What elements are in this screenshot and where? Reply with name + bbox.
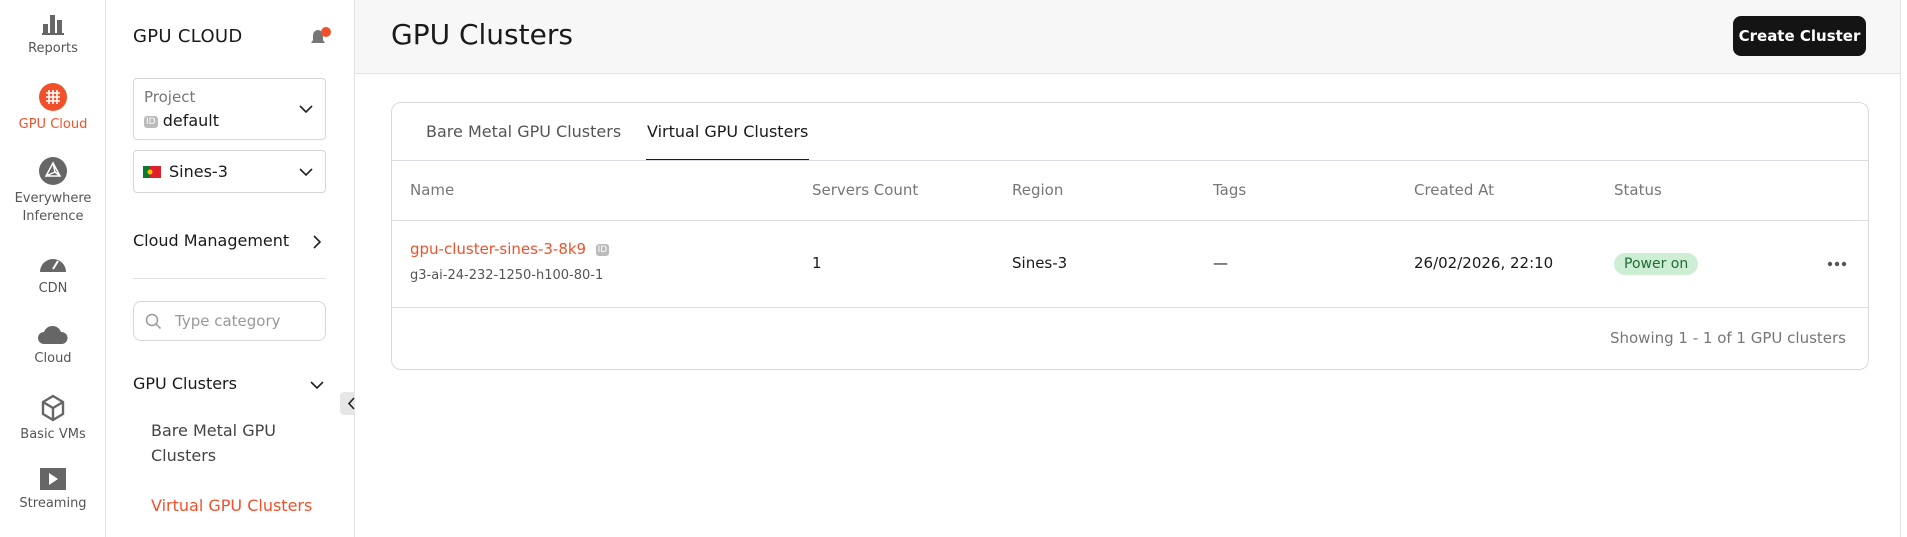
cloud-management-nav[interactable]: Cloud Management bbox=[133, 231, 326, 250]
main-content: GPU Clusters Create Cluster Bare Metal G… bbox=[355, 0, 1907, 537]
chevron-down-icon bbox=[299, 168, 313, 177]
tab-bare-metal[interactable]: Bare Metal GPU Clusters bbox=[426, 122, 622, 141]
cluster-name-link[interactable]: gpu-cluster-sines-3-8k9 bbox=[410, 240, 587, 258]
servers-count: 1 bbox=[812, 254, 822, 272]
cluster-flavor: g3-ai-24-232-1250-h100-80-1 bbox=[410, 268, 604, 283]
pagination-summary: Showing 1 - 1 of 1 GPU clusters bbox=[1609, 329, 1846, 347]
divider bbox=[133, 278, 326, 279]
region-select[interactable]: Sines-3 bbox=[133, 150, 326, 193]
chevron-down-icon bbox=[310, 381, 324, 390]
app-rail: Reports GPU Cloud Everywhere Inference C… bbox=[0, 0, 106, 537]
rail-label: CDN bbox=[38, 281, 68, 296]
more-actions-icon[interactable] bbox=[1827, 261, 1847, 267]
rail-label: Cloud bbox=[34, 351, 72, 366]
project-value: default bbox=[162, 111, 219, 130]
project-select[interactable]: Project ID default bbox=[133, 78, 326, 140]
rail-item-cloud[interactable]: Cloud bbox=[0, 322, 106, 368]
cube-icon bbox=[41, 394, 65, 422]
column-header-tags[interactable]: Tags bbox=[1213, 181, 1247, 199]
column-header-region[interactable]: Region bbox=[1012, 181, 1064, 199]
speedometer-icon bbox=[40, 259, 66, 272]
rail-label: Everywhere Inference bbox=[14, 191, 92, 224]
portugal-flag-icon bbox=[143, 166, 161, 178]
rail-item-everywhere-inference[interactable]: Everywhere Inference bbox=[0, 156, 106, 226]
divider bbox=[392, 220, 1868, 221]
rail-item-streaming[interactable]: Streaming bbox=[0, 467, 106, 513]
rail-item-cdn[interactable]: CDN bbox=[0, 250, 106, 298]
region-value: Sines-3 bbox=[169, 162, 228, 181]
sidebar-item-bare-metal[interactable]: Bare Metal GPU Clusters bbox=[151, 421, 276, 465]
gpu-clusters-label: GPU Clusters bbox=[133, 374, 237, 393]
column-header-created-at[interactable]: Created At bbox=[1414, 181, 1495, 199]
page-title: GPU Clusters bbox=[391, 18, 573, 51]
play-icon bbox=[40, 468, 66, 490]
rail-label: Streaming bbox=[19, 496, 87, 511]
column-header-servers-count[interactable]: Servers Count bbox=[812, 181, 919, 199]
rail-label: GPU Cloud bbox=[18, 117, 88, 132]
notification-bell-icon[interactable] bbox=[308, 26, 332, 48]
bar-chart-icon bbox=[42, 15, 64, 35]
search-icon bbox=[145, 313, 162, 330]
column-header-status[interactable]: Status bbox=[1614, 181, 1662, 199]
cloud-icon bbox=[38, 325, 68, 344]
vertical-scrollbar[interactable] bbox=[1900, 0, 1907, 537]
tab-virtual-gpu[interactable]: Virtual GPU Clusters bbox=[646, 103, 810, 161]
project-label: Project bbox=[144, 88, 196, 106]
id-icon[interactable]: ID bbox=[595, 243, 610, 256]
create-cluster-button[interactable]: Create Cluster bbox=[1733, 16, 1866, 56]
rail-item-reports[interactable]: Reports bbox=[0, 12, 106, 58]
network-icon bbox=[39, 157, 67, 185]
column-header-name[interactable]: Name bbox=[410, 181, 455, 199]
gpu-clusters-nav[interactable]: GPU Clusters bbox=[133, 374, 326, 393]
gpu-chip-icon bbox=[39, 83, 67, 111]
id-icon: ID bbox=[144, 115, 158, 128]
tags: — bbox=[1213, 254, 1228, 272]
rail-item-basic-vms[interactable]: Basic VMs bbox=[0, 394, 106, 444]
rail-label: Basic VMs bbox=[20, 427, 86, 442]
rail-item-gpu-cloud[interactable]: GPU Cloud bbox=[0, 82, 106, 134]
divider bbox=[392, 160, 1868, 161]
clusters-card: Bare Metal GPU Clusters Virtual GPU Clus… bbox=[391, 102, 1869, 370]
sidebar-title: GPU CLOUD bbox=[133, 26, 243, 47]
secondary-sidebar: GPU CLOUD Project ID default Sines-3 Clo… bbox=[106, 0, 355, 537]
rail-label: Reports bbox=[28, 41, 78, 56]
chevron-left-icon bbox=[347, 397, 355, 410]
divider bbox=[392, 307, 1868, 308]
cloud-management-label: Cloud Management bbox=[133, 231, 290, 250]
search-placeholder: Type category bbox=[175, 312, 281, 330]
category-search-input[interactable]: Type category bbox=[133, 301, 326, 341]
sidebar-item-virtual-gpu[interactable]: Virtual GPU Clusters bbox=[151, 496, 313, 515]
chevron-down-icon bbox=[299, 105, 313, 114]
region: Sines-3 bbox=[1012, 254, 1068, 272]
status-badge: Power on bbox=[1614, 253, 1699, 275]
created-at: 26/02/2026, 22:10 bbox=[1414, 254, 1554, 272]
chevron-right-icon bbox=[313, 235, 322, 249]
page-header: GPU Clusters Create Cluster bbox=[355, 0, 1900, 74]
